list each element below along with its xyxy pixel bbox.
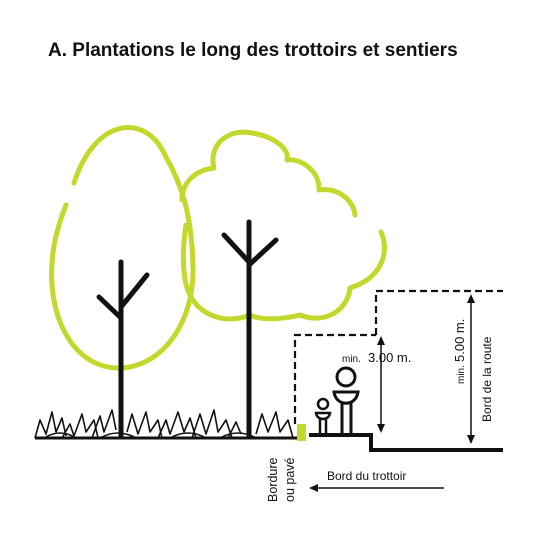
min-height-5m-value: 5.00 m. <box>452 319 467 362</box>
page-title: A. Plantations le long des trottoirs et … <box>48 40 458 61</box>
curb-marker-icon <box>297 424 306 441</box>
min-height-3m-value: 3.00 m. <box>368 350 411 365</box>
tall-tree-trunk-icon <box>96 259 150 440</box>
round-tree-canopy-icon <box>179 129 387 322</box>
grass-tufts-icon <box>34 409 294 439</box>
curb-label-line2: ou pavé <box>283 457 297 502</box>
sidewalk-edge-arrow <box>309 484 444 492</box>
road-edge-label: Bord de la route <box>480 336 494 422</box>
round-tree-trunk-icon <box>221 219 279 440</box>
clearance-envelope <box>293 289 503 424</box>
dimension-arrow-5m <box>467 294 475 444</box>
adult-pedestrian-icon <box>332 366 360 436</box>
sidewalk-edge-label: Bord du trottoir <box>327 469 406 483</box>
min-height-3m-prefix: min. <box>342 354 361 365</box>
min-height-5m-prefix: min. <box>456 365 467 384</box>
child-pedestrian-icon <box>314 397 332 436</box>
tall-tree-canopy-icon <box>49 125 196 371</box>
dimension-arrow-3m <box>377 336 385 433</box>
curb-label-line1: Bordure <box>266 457 280 502</box>
sidewalk-road-profile <box>309 433 503 452</box>
